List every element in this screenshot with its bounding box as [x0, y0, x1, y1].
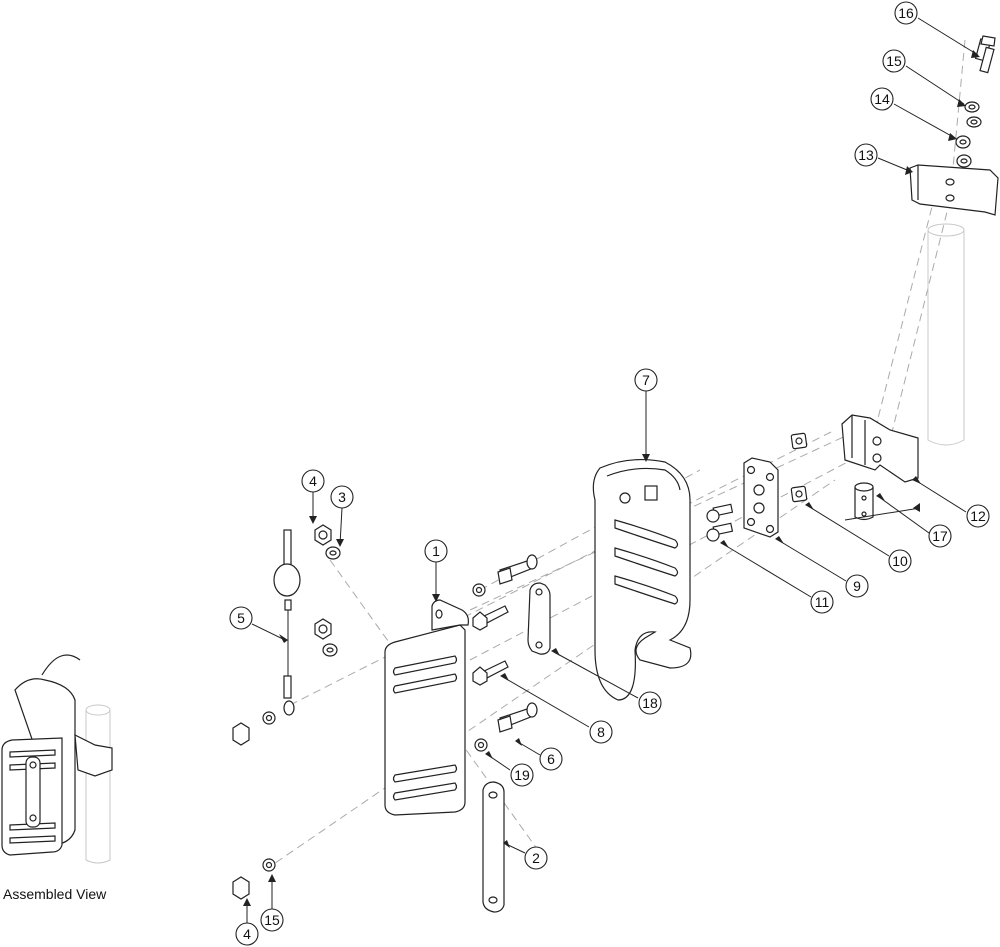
- callout-12: 12: [966, 504, 990, 528]
- leader-lines: [243, 17, 980, 923]
- part-9-mounting-plate: [743, 457, 779, 538]
- part-1-slotted-bracket: [384, 599, 469, 816]
- svg-text:10: 10: [892, 553, 908, 569]
- svg-text:11: 11: [815, 594, 830, 610]
- callout-4-lower: 4: [235, 922, 259, 946]
- callout-13: 13: [854, 143, 878, 167]
- parts-3-4-nuts-washers: [232, 524, 341, 900]
- svg-text:15: 15: [886, 53, 902, 69]
- svg-text:17: 17: [932, 528, 948, 544]
- callout-7: 7: [634, 368, 658, 392]
- svg-text:8: 8: [597, 724, 605, 740]
- svg-text:1: 1: [432, 543, 440, 559]
- svg-text:15: 15: [264, 912, 280, 928]
- part-5-pin-lanyard: [273, 529, 301, 716]
- svg-text:5: 5: [237, 610, 245, 626]
- part-2-link-bar: [482, 781, 505, 913]
- callout-11: 11: [810, 590, 834, 614]
- svg-text:16: 16: [898, 5, 914, 21]
- part-6-shoulder-bolts: [497, 554, 538, 733]
- callout-16: 16: [894, 1, 918, 25]
- callout-15-upper: 15: [882, 49, 906, 73]
- part-11-screws: [706, 503, 734, 542]
- callout-15-lower: 15: [260, 908, 284, 932]
- assembled-view-illustration: [1, 654, 113, 864]
- callout-3: 3: [330, 485, 354, 509]
- svg-text:3: 3: [338, 489, 346, 505]
- svg-text:19: 19: [514, 767, 530, 783]
- callout-18: 18: [638, 691, 662, 715]
- part-17-spacer: [854, 482, 874, 521]
- callout-1: 1: [424, 539, 448, 563]
- part-19-washers: [472, 583, 488, 752]
- callout-14: 14: [870, 87, 894, 111]
- assembled-view-caption: Assembled View: [3, 886, 107, 902]
- svg-text:9: 9: [853, 578, 861, 594]
- part-8-hex-bolts: [472, 605, 509, 686]
- svg-text:12: 12: [970, 508, 986, 524]
- part-10-square-nuts: [790, 432, 808, 503]
- svg-text:4: 4: [309, 473, 317, 489]
- part-16-bolts: [974, 35, 996, 74]
- part-7-hook-bracket: [592, 458, 692, 701]
- callout-5: 5: [229, 606, 253, 630]
- callout-9: 9: [845, 574, 869, 598]
- callout-17: 17: [928, 524, 952, 548]
- callout-10: 10: [888, 549, 912, 573]
- svg-text:13: 13: [858, 147, 874, 163]
- callout-8: 8: [589, 720, 613, 744]
- callout-19: 19: [510, 763, 534, 787]
- mounting-tube: [927, 223, 965, 446]
- svg-text:6: 6: [547, 751, 555, 767]
- callout-4-upper: 4: [301, 469, 325, 493]
- svg-text:14: 14: [874, 91, 890, 107]
- callout-2: 2: [524, 846, 548, 870]
- parts-14-15-washers: [955, 101, 982, 168]
- svg-text:18: 18: [642, 695, 658, 711]
- callouts: 1 2 3 4 4 5 6 7 8 9 10 11 12 13 14 15 15…: [229, 1, 990, 946]
- part-18-link-plate: [527, 582, 551, 655]
- svg-text:7: 7: [642, 372, 650, 388]
- svg-text:2: 2: [532, 850, 540, 866]
- part-12-lower-clamp: [841, 414, 919, 483]
- part-13-upper-clamp: [909, 164, 999, 216]
- svg-text:4: 4: [243, 926, 251, 942]
- callout-6: 6: [539, 747, 563, 771]
